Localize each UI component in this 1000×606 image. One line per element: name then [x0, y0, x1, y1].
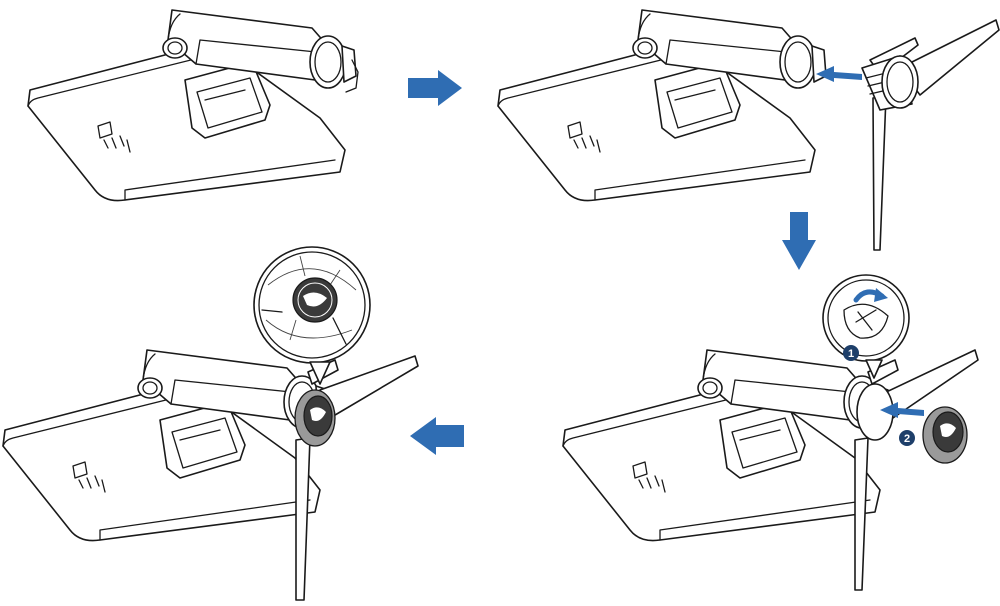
panel-3-monitor [562, 349, 891, 542]
arrow-right-icon [408, 70, 462, 106]
step-2-badge: 2 [899, 430, 915, 446]
panel-2-stand [861, 19, 1000, 251]
panel-3-stand [854, 349, 979, 591]
zoom-callout-step-1 [822, 274, 910, 379]
cover-cap-installed [294, 389, 336, 447]
arrow-left-icon [410, 417, 464, 455]
insert-arrow-cap [880, 402, 924, 418]
svg-text:1: 1 [848, 348, 854, 360]
cover-cap-loose [922, 406, 968, 464]
insert-arrow-stand [816, 66, 862, 82]
zoom-callout-installed [253, 246, 371, 385]
step-1-badge: 1 [843, 345, 859, 361]
panel-4-monitor [2, 349, 331, 542]
panel-2-monitor [497, 9, 827, 202]
panel-1-monitor [27, 9, 359, 202]
rotate-icon [853, 288, 888, 303]
arrow-down-icon [782, 212, 816, 270]
svg-text:2: 2 [904, 433, 910, 445]
